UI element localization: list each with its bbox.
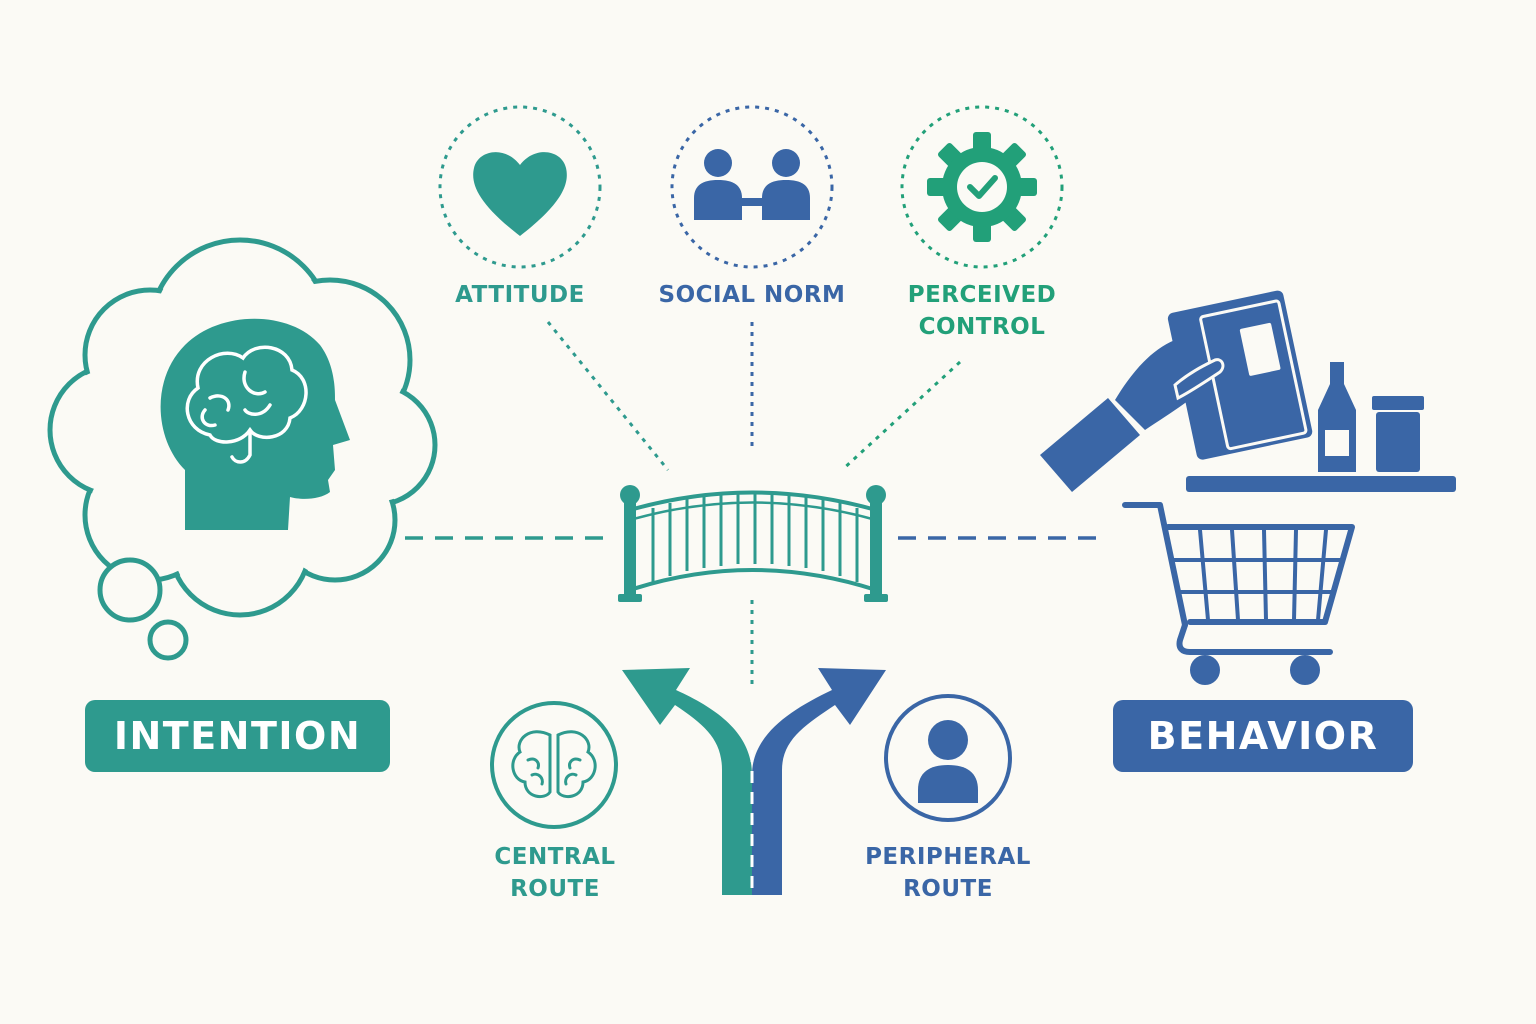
bridge-icon xyxy=(618,485,888,602)
brain-icon xyxy=(511,730,597,799)
route-fork-icon xyxy=(622,668,886,895)
perceived-control-label: PERCEIVED CONTROL xyxy=(880,279,1084,343)
perceived-control-node xyxy=(900,105,1064,269)
attitude-label: ATTITUDE xyxy=(455,282,585,308)
central-route-label: CENTRAL ROUTE xyxy=(460,841,650,905)
peripheral-route-node xyxy=(884,694,1012,822)
jar-icon xyxy=(1372,396,1424,472)
peripheral-route-label: PERIPHERAL ROUTE xyxy=(845,841,1051,905)
person-icon xyxy=(918,720,978,803)
attitude-node xyxy=(438,105,602,269)
perceived-control-label-line1: PERCEIVED xyxy=(907,282,1057,308)
connector-perceived-control xyxy=(840,360,962,472)
shelf-icon xyxy=(1186,362,1456,492)
social-norm-node xyxy=(670,105,834,269)
shopping-cart-icon xyxy=(1122,502,1355,685)
central-route-label-line1: CENTRAL xyxy=(494,844,616,870)
heart-icon xyxy=(473,152,567,236)
perceived-control-label-line2: CONTROL xyxy=(918,314,1046,340)
behavior-pill: BEHAVIOR xyxy=(1113,700,1413,772)
connector-attitude xyxy=(546,321,670,471)
bottle-icon xyxy=(1318,362,1356,472)
peripheral-route-label-line2: ROUTE xyxy=(903,876,993,902)
intention-pill: INTENTION xyxy=(85,700,390,772)
linked-people-icon xyxy=(694,149,810,220)
hand-with-box-icon xyxy=(1040,290,1313,492)
peripheral-route-label-line1: PERIPHERAL xyxy=(865,844,1031,870)
central-route-node xyxy=(490,701,618,829)
head-brain-icon xyxy=(160,318,350,530)
central-route-label-line2: ROUTE xyxy=(510,876,600,902)
social-norm-label: SOCIAL NORM xyxy=(658,282,846,308)
gear-check-icon xyxy=(927,132,1037,242)
